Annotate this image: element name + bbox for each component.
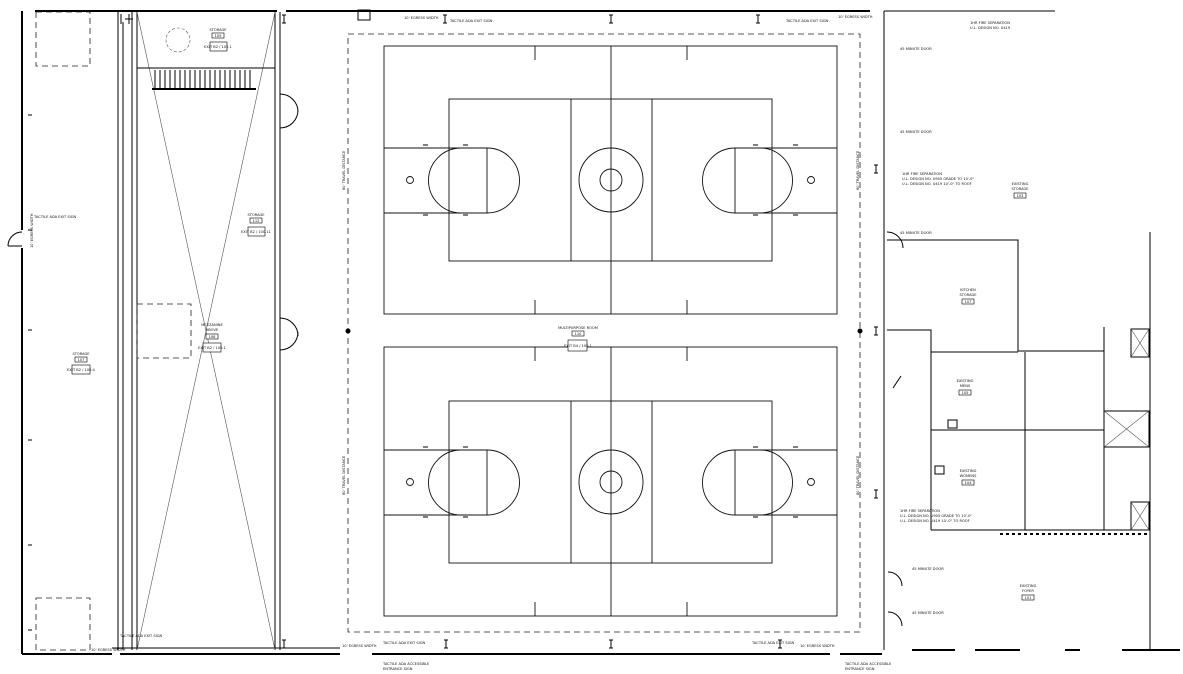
note-travel-left-top: 80' TRAVEL DISTANCE — [342, 150, 346, 190]
note-fire-sep-top: 1HR FIRE SEPARATION — [970, 21, 1010, 25]
room-tag-multipurpose: MULTIPURPOSE ROOM 110 EXIT B4 / 100.1 — [558, 326, 598, 352]
room-number: 109 — [215, 34, 223, 38]
room-exit-tag: EXIT B2 / 100.4 — [67, 368, 95, 372]
room-tag-storage-mid: STORAGE 112 EXIT B2 / 100.11 — [241, 213, 271, 237]
room-name: EXISTING — [1020, 584, 1037, 588]
room-tags: STORAGE 109 EXIT B2 / 102.1 STORAGE 112 … — [67, 28, 1037, 601]
note-fire-sep-low-1: 1HR FIRE SEPARATION — [900, 509, 940, 513]
room-tag-storage-left: STORAGE 107 EXIT B2 / 100.4 — [67, 352, 96, 375]
room-number: 107 — [965, 300, 972, 304]
room-number: 107 — [78, 358, 85, 362]
note-door-45-d: 45 MINUTE DOOR — [912, 567, 944, 571]
exterior-walls — [21, 10, 1055, 655]
note-tactile-bot-left: TACTILE ADA EXIT SIGN — [119, 634, 163, 638]
note-fire-sep-mid-1: 1HR FIRE SEPARATION — [902, 172, 942, 176]
note-accessible-2b: ENTRANCE SIGN — [845, 667, 875, 671]
mezzanine-zone — [120, 9, 371, 651]
room-exit-tag: EXIT B4 / 100.1 — [564, 344, 592, 348]
room-name: STORAGE — [72, 352, 90, 356]
note-door-45-a: 45 MINUTE DOOR — [900, 47, 932, 51]
note-travel-right-top: 80' TRAVEL DISTANCE — [856, 150, 860, 190]
room-tag-storage-top: STORAGE 109 EXIT B2 / 102.1 — [204, 28, 232, 52]
room-tag-existing-womens: EXISTING WOMENS 104 — [960, 469, 977, 486]
room-tag-mezzanine: MEZZANINE ABOVE 108 EXIT B2 / 100.1 — [198, 323, 226, 353]
room-sub: ABOVE — [206, 328, 219, 332]
multipurpose-hall — [345, 33, 863, 633]
note-egress-top-right: 10' EGRESS WIDTH — [838, 15, 873, 19]
room-number: 104 — [965, 481, 973, 485]
note-tactile-bot-mid: TACTILE ADA EXIT SIGN — [382, 641, 426, 645]
room-exit-tag: EXIT B2 / 102.1 — [204, 45, 232, 49]
room-exit-tag: EXIT B2 / 100.1 — [198, 346, 226, 350]
room-name: KITCHEN — [960, 288, 976, 292]
room-name: STORAGE — [209, 28, 227, 32]
note-tactile-top: TACTILE ADA EXIT SIGN — [449, 19, 493, 23]
note-accessible-1b: ENTRANCE SIGN — [383, 667, 413, 671]
basketball-court-bottom — [383, 346, 838, 617]
room-number: 105 — [962, 391, 969, 395]
note-travel-left-bot: 80' TRAVEL DISTANCE — [342, 455, 346, 495]
left-storage-zone — [7, 11, 91, 651]
note-egress-top-left: 10' EGRESS WIDTH — [404, 16, 439, 20]
stair — [152, 70, 256, 90]
room-name: EXISTING — [957, 379, 974, 383]
room-sub: STORAGE — [959, 293, 977, 297]
note-fire-sep-mid-2: U.L. DESIGN NO. U905 GRADE TO 10'-0" — [902, 177, 974, 181]
note-fire-sep-low-2: U.L. DESIGN NO. U905 GRADE TO 10'-0" — [900, 514, 972, 518]
note-egress-left: 10' EGRESS WIDTH — [30, 213, 34, 248]
note-tactile-left: TACTILE ADA EXIT SIGN — [33, 215, 77, 219]
note-door-45-b: 45 MINUTE DOOR — [900, 130, 932, 134]
note-tactile-bot-right: TACTILE ADA EXIT SIGN — [751, 641, 795, 645]
note-accessible-2: TACTILE ADA ACCESSIBLE — [844, 662, 892, 666]
note-egress-bot-left: 10' EGRESS WIDTH — [91, 648, 126, 652]
room-tag-existing-foyer: EXISTING FOYER 101 — [1020, 584, 1037, 601]
room-number: 108 — [209, 335, 217, 339]
note-fire-sep-mid-3: U.L. DESIGN NO. U419 10'-0" TO ROOF — [902, 182, 972, 186]
basketball-court-top — [383, 45, 838, 315]
room-name: EXISTING — [960, 469, 977, 473]
room-sub: FOYER — [1022, 589, 1034, 593]
note-tactile-top-right: TACTILE ADA EXIT SIGN — [785, 19, 829, 23]
note-accessible-1: TACTILE ADA ACCESSIBLE — [382, 662, 430, 666]
note-fire-sep-top-ul: U.L. DESIGN NO. U419 — [970, 26, 1011, 30]
note-door-45-c: 45 MINUTE DOOR — [900, 231, 932, 235]
room-name: STORAGE — [247, 213, 265, 217]
room-number: 101 — [1025, 596, 1032, 600]
room-exit-tag: EXIT B2 / 100.11 — [241, 230, 271, 234]
room-name: EXISTING — [1012, 182, 1029, 186]
room-number: 112 — [253, 219, 260, 223]
note-fire-sep-low-3: U.L. DESIGN NO. U419 10'-0" TO ROOF — [900, 519, 970, 523]
room-tag-kitchen-storage: KITCHEN STORAGE 107 — [959, 288, 977, 305]
note-egress-bot-mid: 10' EGRESS WIDTH — [342, 644, 377, 648]
annotations: 10' EGRESS WIDTH TACTILE ADA EXIT SIGN T… — [30, 15, 1011, 671]
note-egress-bot-right: 10' EGRESS WIDTH — [800, 644, 835, 648]
note-travel-right-bot: 80' TRAVEL DISTANCE — [856, 455, 860, 495]
note-door-45-e: 45 MINUTE DOOR — [912, 611, 944, 615]
room-name: MULTIPURPOSE ROOM — [558, 326, 598, 330]
room-name: MEZZANINE — [201, 323, 223, 327]
room-sub: STORAGE — [1011, 187, 1029, 191]
room-sub: WOMENS — [960, 474, 977, 478]
room-tag-existing-mens: EXISTING MENS 105 — [957, 379, 974, 396]
room-number: 110 — [575, 332, 583, 336]
room-tag-existing-storage: EXISTING STORAGE 103 — [1011, 182, 1029, 199]
room-sub: MENS — [960, 384, 971, 388]
room-number: 103 — [1017, 194, 1024, 198]
exit-markers — [282, 14, 878, 649]
existing-building — [886, 231, 1180, 651]
